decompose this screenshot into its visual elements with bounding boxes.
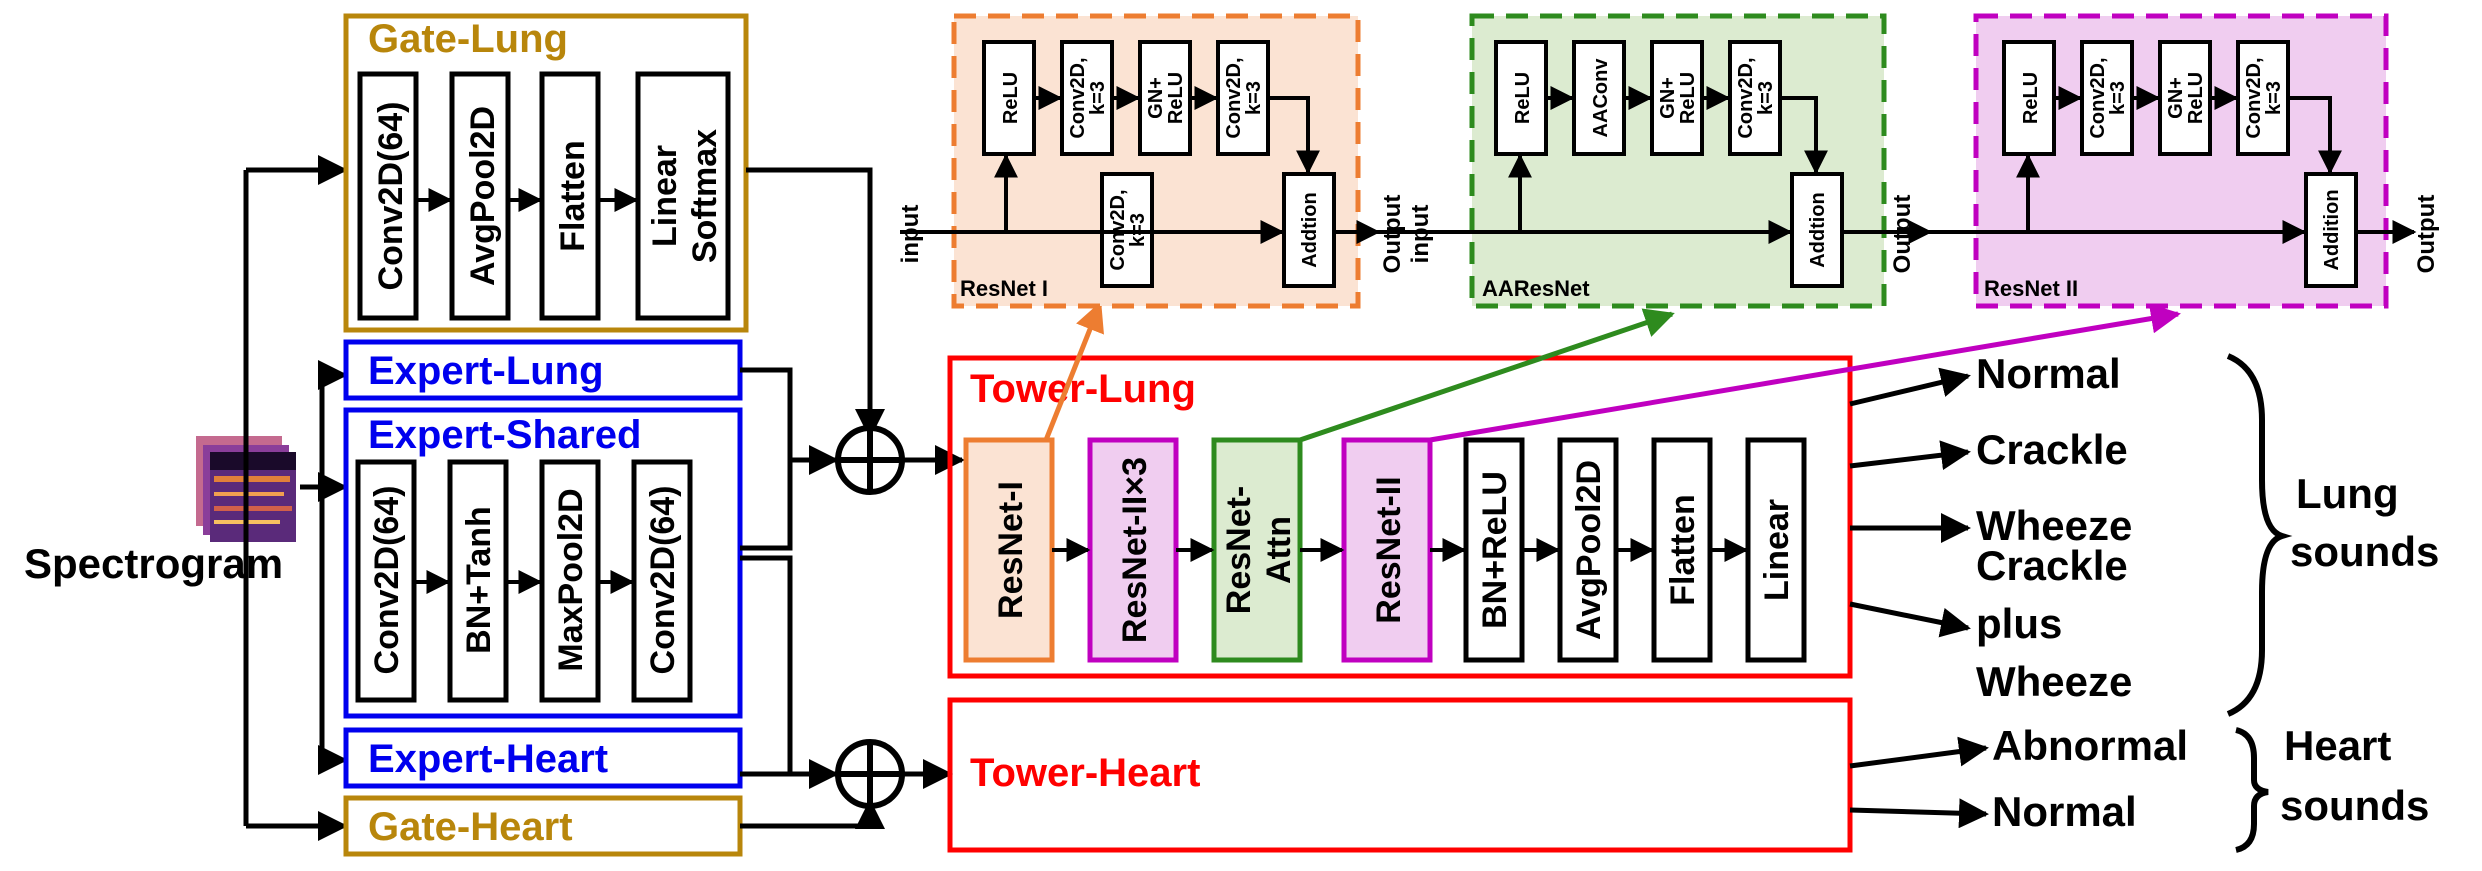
lung-output-wheeze: Wheeze (1976, 502, 2132, 549)
gate-lung-avgpool: AvgPool2D (464, 106, 502, 286)
resnet-i-conv2-b: k=3 (1243, 81, 1265, 115)
spectrogram-label: Spectrogram (24, 540, 283, 587)
tower-heart: Tower-Heart (947, 697, 1853, 853)
lung-output-normal: Normal (1976, 350, 2121, 397)
resnet-ii-addition: Addition (2321, 189, 2343, 270)
tower-lung-resnet-attn (1211, 437, 1303, 663)
resnet-ii-gn-a: GN+ (2165, 77, 2187, 119)
lung-outputs: Normal Crackle Wheeze Crackle plus Wheez… (1976, 350, 2132, 705)
arrow-to-resnet-i-detail (1043, 301, 1104, 441)
resnet-ii-conv2-a: Conv2D, (2243, 57, 2265, 138)
combiner-lung (835, 425, 905, 495)
gate-heart-title: Gate-Heart (368, 805, 573, 849)
resnet-i-relu: ReLU (1000, 72, 1022, 124)
gate-lung-flatten: Flatten (554, 140, 592, 251)
lung-output-crackle-plus-wheeze-3: Wheeze (1976, 658, 2132, 705)
gate-heart: Gate-Heart (343, 795, 743, 857)
aaresnet-conv-a: Conv2D, (1735, 57, 1757, 138)
arrow-to-resnet-ii-detail (1429, 303, 2181, 443)
tower-lung-label-linear: Linear (1758, 499, 1796, 601)
aaresnet-relu: ReLU (1512, 72, 1534, 124)
lung-group-label-2: sounds (2290, 528, 2439, 575)
gate-lung-softmax: Softmax (686, 129, 724, 263)
lung-group-label-1: Lung (2296, 470, 2399, 517)
aaresnet-gn-a: GN+ (1657, 77, 1679, 119)
resnet-i-title: ResNet I (960, 276, 1048, 301)
resnet-ii-gn-b: ReLU (2185, 72, 2207, 124)
heart-outputs: Abnormal Normal (1992, 722, 2188, 835)
expansion-arrows (1043, 301, 2181, 443)
arrow-to-aaresnet-detail (1299, 308, 1675, 443)
resnet-i-conv2-a: Conv2D, (1223, 57, 1245, 138)
heart-brace (2235, 727, 2269, 853)
resnet-i-addition: Addtion (1299, 192, 1321, 268)
lung-output-crackle-plus-wheeze-2: plus (1976, 600, 2062, 647)
gate-lung-linear: Linear (646, 145, 684, 247)
tower-lung-label-resnet-ii-x3: ResNet-II×3 (1116, 457, 1154, 643)
tower-lung-label-resnet-i: ResNet-I (992, 481, 1030, 619)
lung-output-crackle-plus-wheeze-1: Crackle (1976, 542, 2128, 589)
aaresnet-gn-b: ReLU (1677, 72, 1699, 124)
resnet-i-conv1-b: k=3 (1087, 81, 1109, 115)
output-arrows (1849, 367, 1989, 829)
resnet-ii-detail: ResNet II Output ReLU Conv2D, k=3 GN+ Re… (1930, 13, 2440, 309)
heart-group-label-1: Heart (2284, 722, 2391, 769)
aaresnet-detail: AAResNet input Output ReLU AAConv GN+ Re… (1378, 13, 1933, 309)
lung-brace (2226, 353, 2293, 717)
expert-shared-maxpool: MaxPool2D (552, 488, 590, 671)
gate-lung-title: Gate-Lung (368, 17, 568, 61)
heart-group-label-2: sounds (2280, 782, 2429, 829)
resnet-i-conv1-a: Conv2D, (1067, 57, 1089, 138)
gate-lung: Gate-Lung Conv2D(64) AvgPool2D Flatten L… (343, 13, 749, 333)
tower-lung-label-resnet-ii: ResNet-II (1370, 476, 1408, 623)
mixing-connections (740, 167, 885, 829)
tower-lung-label-avgpool: AvgPool2D (1570, 460, 1608, 640)
tower-lung-title: Tower-Lung (970, 367, 1196, 411)
expert-shared-bn-tanh: BN+Tanh (460, 506, 498, 654)
expert-heart-title: Expert-Heart (368, 737, 608, 781)
resnet-ii-output-label: Output (2413, 195, 2440, 274)
combiner-outputs (902, 445, 965, 789)
spectrogram-input: Spectrogram (24, 436, 296, 587)
tower-lung-label-flatten: Flatten (1664, 494, 1702, 605)
resnet-i-gn-b: ReLU (1165, 72, 1187, 124)
tower-lung-label-attn: Attn (1260, 516, 1298, 584)
expert-shared-conv2: Conv2D(64) (644, 486, 682, 675)
resnet-ii-conv2-b: k=3 (2263, 81, 2285, 115)
combiner-heart (835, 739, 905, 809)
heart-output-abnormal: Abnormal (1992, 722, 2188, 769)
resnet-i-detail: ResNet I input Output ReLU Conv2D, k=3 G… (897, 13, 1406, 309)
resnet-ii-conv1-a: Conv2D, (2087, 57, 2109, 138)
tower-lung-label-resnet: ResNet- (1220, 486, 1258, 614)
lung-output-crackle: Crackle (1976, 426, 2128, 473)
resnet-ii-title: ResNet II (1984, 276, 2078, 301)
aaresnet-aaconv: AAConv (1590, 58, 1612, 138)
expert-shared-conv1: Conv2D(64) (368, 486, 406, 675)
resnet-i-shortcut-a: Conv2D, (1107, 189, 1129, 270)
resnet-i-gn-a: GN+ (1145, 77, 1167, 119)
expert-shared-title: Expert-Shared (368, 413, 641, 457)
aaresnet-title: AAResNet (1482, 276, 1590, 301)
tower-lung-resnet-i (963, 437, 1055, 663)
expert-heart: Expert-Heart (343, 727, 743, 789)
gate-lung-conv: Conv2D(64) (372, 102, 410, 291)
tower-heart-title: Tower-Heart (970, 751, 1200, 795)
aaresnet-addition: Addtion (1807, 192, 1829, 268)
tower-lung: Tower-Lung ResNet-I ResNet-II×3 ResNet- … (947, 355, 1853, 679)
tower-lung-label-bn-relu: BN+ReLU (1476, 471, 1514, 629)
tower-lung-resnet-ii (1341, 437, 1433, 663)
resnet-i-shortcut-b: k=3 (1127, 213, 1149, 247)
input-routing (243, 155, 348, 841)
expert-lung-title: Expert-Lung (368, 349, 604, 393)
aaresnet-conv-b: k=3 (1755, 81, 1777, 115)
resnet-ii-relu: ReLU (2020, 72, 2042, 124)
heart-output-normal: Normal (1992, 788, 2137, 835)
expert-shared: Expert-Shared Conv2D(64) BN+Tanh MaxPool… (343, 407, 743, 719)
resnet-ii-conv1-b: k=3 (2107, 81, 2129, 115)
expert-lung: Expert-Lung (343, 339, 743, 401)
